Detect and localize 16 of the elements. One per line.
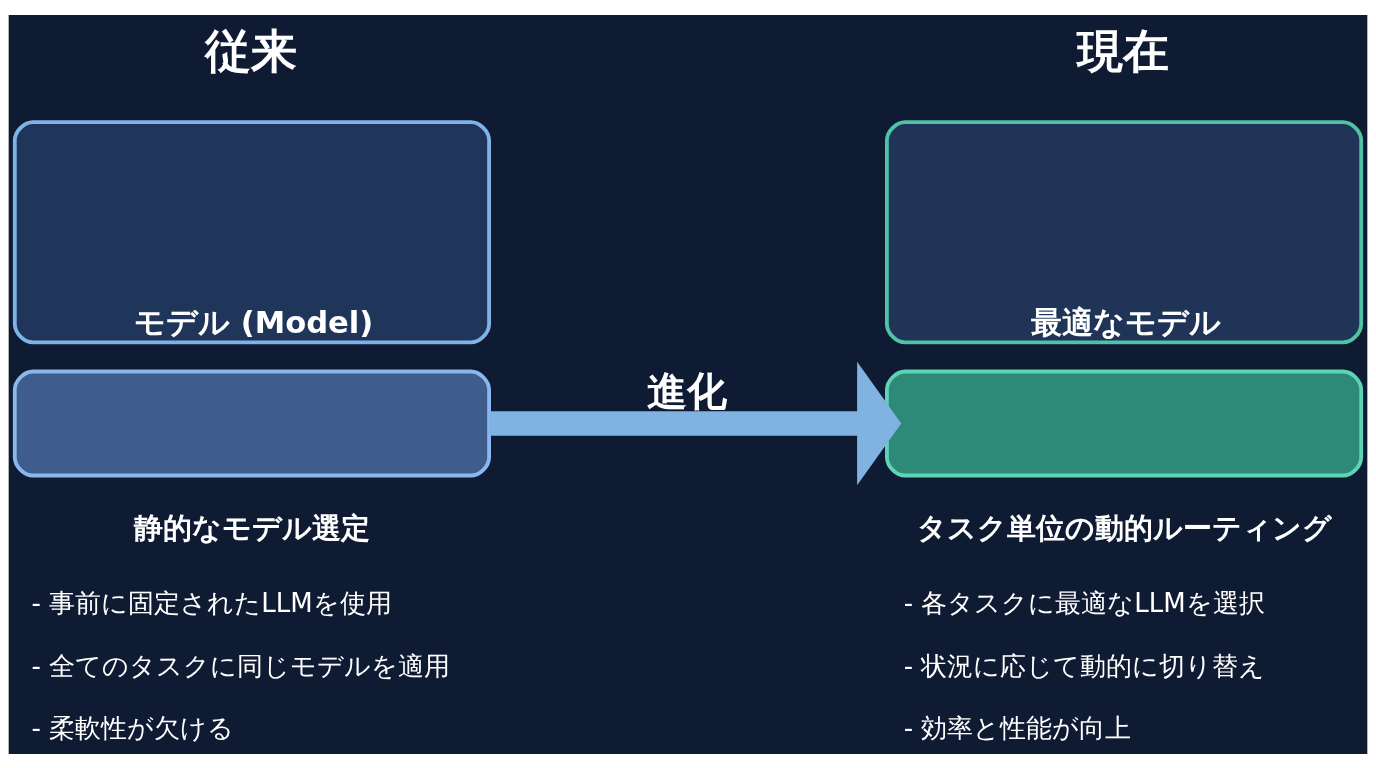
- node-box: 最適なモデル: [885, 119, 1364, 344]
- label: 現在: [1077, 23, 1170, 78]
- label: - 効率と性能が向上: [903, 712, 1132, 743]
- label: - 全てのタスクに同じモデルを適用: [31, 650, 451, 681]
- label: - 状況に応じて動的に切り替え: [903, 650, 1266, 681]
- label: - 各タスクに最適なLLMを選択: [903, 587, 1265, 618]
- arrow: [489, 361, 902, 485]
- label: タスク単位の動的ルーティング: [917, 510, 1333, 545]
- label: 静的なモデル選定: [134, 510, 371, 545]
- node-box: [885, 369, 1364, 477]
- node-box: [12, 369, 491, 477]
- label: - 柔軟性が欠ける: [31, 712, 235, 743]
- label: 従来: [205, 23, 298, 78]
- edge-label: 進化: [647, 367, 728, 414]
- label: - 事前に固定されたLLMを使用: [31, 587, 392, 618]
- node-box: モデル (Model): [12, 119, 491, 344]
